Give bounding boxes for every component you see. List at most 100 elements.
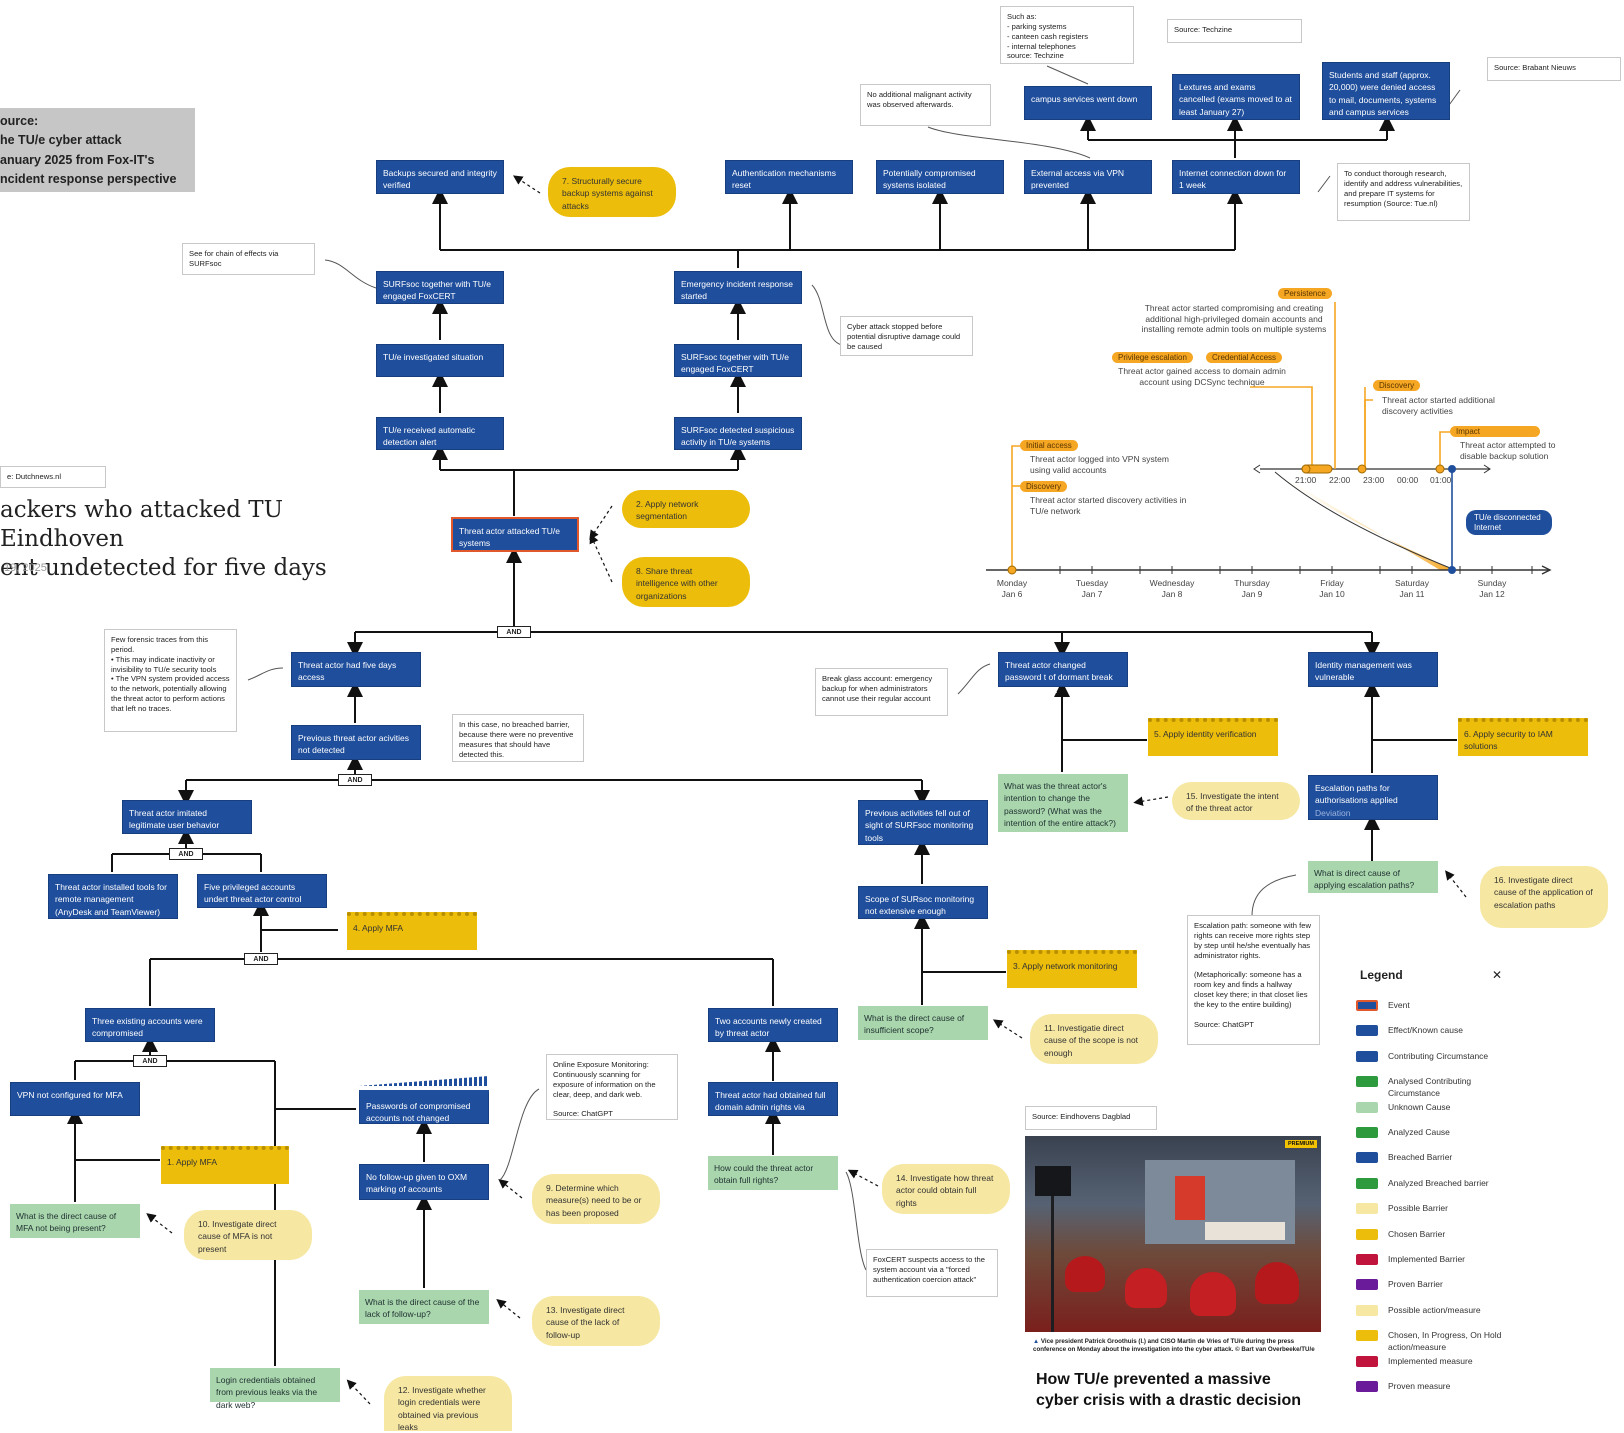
legend-label: Proven measure [1388,1381,1451,1391]
q-obtain-rights[interactable]: How could the threat actor obtain full r… [708,1156,838,1190]
barrier-1[interactable]: 1. Apply MFA [161,1146,289,1184]
note-no-malignant: No additional malignant activity was obs… [860,84,991,126]
barrier-6[interactable]: 6. Apply security to IAM solutions [1458,718,1588,756]
measure-8[interactable]: 8. Share threat intelligence with other … [622,557,750,607]
tl-text-privilege: Threat actor gained access to domain adm… [1118,366,1286,387]
node-surf-engaged-right[interactable]: SURFsoc together with TU/e engaged FoxCE… [674,344,802,377]
node-escalation[interactable]: Escalation paths for authorisations appl… [1308,775,1438,820]
note-techzine: Source: Techzine [1167,19,1302,43]
tl-day-date: Jan 11 [1399,588,1425,599]
node-internet-down[interactable]: Internet connection down for 1 week [1172,160,1300,194]
node-backups[interactable]: Backups secured and integrity verified [376,160,504,194]
article-headline-line: ackers who attacked TU Eindhoven [0,497,284,552]
note-escalation-path: Escalation path: someone with few rights… [1187,915,1320,1045]
measure-7[interactable]: 7. Structurally secure backup systems ag… [548,167,676,217]
node-surf-detected[interactable]: SURFsoc detected suspicious activity in … [674,417,802,450]
node-threat-attacked-event[interactable]: Threat actor attacked TU/e systems [451,517,579,552]
legend-label: Proven Barrier [1388,1279,1443,1290]
note-online-exposure: Online Exposure Monitoring: Continuously… [546,1054,678,1120]
tl-text-persistence: Threat actor started compromising and cr… [1141,303,1327,335]
node-iam-vulnerable[interactable]: Identity management was vulnerable [1308,652,1438,687]
caption-text: Vice president Patrick Groothuis (l.) an… [1033,1338,1315,1354]
q-login-leaks[interactable]: Login credentials obtained from previous… [210,1368,340,1410]
node-no-followup[interactable]: No follow-up given to OXM marking of acc… [359,1164,489,1200]
article-headline: ackers who attacked TU Eindhoven ent und… [0,496,400,582]
breached-barrier-mark [359,1076,489,1086]
measure-12[interactable]: 12. Investigate whether login credential… [384,1376,512,1432]
measure-2[interactable]: 2. Apply network segmentation [622,490,750,528]
legend-swatch [1356,1254,1378,1265]
and-gate: AND [169,848,203,860]
legend-swatch [1356,1381,1378,1392]
legend-swatch [1356,1304,1378,1316]
note-stopped: Cyber attack stopped before potential di… [840,316,973,356]
timeline-graphics [986,302,1552,575]
photo-caption: ▲ Vice president Patrick Groothuis (l.) … [1033,1338,1325,1354]
barrier-3[interactable]: 3. Apply network monitoring [1007,950,1137,988]
node-auth[interactable]: Authentication mechanisms reset [725,160,853,194]
q-cause-mfa[interactable]: What is the direct cause of MFA not bein… [10,1204,140,1238]
node-students[interactable]: Students and staff (approx. 20,000) were… [1322,62,1450,120]
node-lectures[interactable]: Lextures and exams cancelled (exams move… [1172,74,1300,120]
barrier-5[interactable]: 5. Apply identity verification [1148,718,1278,756]
measure-15[interactable]: 15. Investigate the intent of the threat… [1172,782,1300,820]
measure-9[interactable]: 9. Determine which measure(s) need to be… [532,1174,660,1224]
node-not-detected[interactable]: Previous threat actor acivities not dete… [291,725,421,760]
node-tue-investigated[interactable]: TU/e investigated situation [376,344,504,377]
node-scope[interactable]: Scope of SURsoc monitoring not extensive… [858,886,988,919]
measure-11[interactable]: 11. Investigatie direct cause of the sco… [1030,1014,1158,1064]
q-intention[interactable]: What was the threat actor's intention to… [998,774,1128,832]
article2-headline-line: How TU/e prevented a massive [1036,1371,1271,1388]
legend-title: Legend [1360,968,1403,982]
tl-day-date: Jan 8 [1161,588,1183,599]
tl-hour: 21:00 [1295,475,1317,485]
q-cause-scope[interactable]: What is the direct cause of insufficient… [858,1006,988,1040]
node-five-days[interactable]: Threat actor had five days access [291,652,421,687]
node-vpn-mfa[interactable]: VPN not configured for MFA [10,1082,140,1116]
measure-13[interactable]: 13. Investigate direct cause of the lack… [532,1296,660,1346]
node-three-accounts[interactable]: Three existing accounts were compromised [85,1008,215,1042]
q-cause-followup[interactable]: What is the direct cause of the lack of … [359,1290,489,1324]
note-brabant: Source: Brabant Nieuws [1487,57,1621,81]
tl-day-date: Jan 7 [1081,588,1103,599]
legend-label: Possible Barrier [1388,1203,1448,1214]
source-box-line: anuary 2025 from Fox-IT's [0,152,155,167]
node-isolated[interactable]: Potentially compromised systems isolated [876,160,1004,194]
node-surf-engaged-left[interactable]: SURFsoc together with TU/e engaged FoxCE… [376,271,504,304]
node-imitated[interactable]: Threat actor imitated legitimate user be… [122,800,252,834]
tl-day-name: Thursday [1234,578,1270,588]
article-date: 19, 2025 [4,562,47,574]
node-installed-tools[interactable]: Threat actor installed tools for remote … [48,874,178,919]
q-cause-escalation[interactable]: What is direct cause of applying escalat… [1308,861,1438,893]
node-emergency[interactable]: Emergency incident response started [674,271,802,304]
tl-day-name: Wednesday [1149,578,1195,588]
node-tue-received[interactable]: TU/e received automatic detection alert [376,417,504,450]
node-two-accounts[interactable]: Two accounts newly created by threat act… [708,1008,838,1042]
node-changed-password[interactable]: Threat actor changed password t of dorma… [998,652,1128,695]
barrier-4[interactable]: 4. Apply MFA [347,912,477,950]
legend-label: Breached Barrier [1388,1152,1453,1163]
legend-swatch [1356,1279,1378,1291]
legend-swatch [1356,1152,1378,1164]
measure-14[interactable]: 14. Investigate how threat actor could o… [882,1164,1010,1214]
legend-close-icon[interactable]: ✕ [1492,968,1503,982]
photo-chair [1125,1268,1167,1308]
node-fell-out[interactable]: Previous activities fell out of sight of… [858,800,988,845]
measure-16[interactable]: 16. Investigate direct cause of the appl… [1480,866,1608,928]
tl-tag-persistence: Persistence [1278,288,1332,299]
legend-label: Chosen, In Progress, On Hold action/meas… [1388,1330,1502,1353]
node-campus[interactable]: campus services went down [1024,86,1152,120]
node-vpn-prevented[interactable]: External access via VPN prevented [1024,160,1152,194]
and-gate: AND [244,953,278,965]
measure-10[interactable]: 10. Investigate direct cause of MFA is n… [184,1210,312,1260]
photo-chair [1255,1262,1299,1304]
tl-tue-disconnected: TU/e disconnected Internet [1466,510,1552,536]
legend-swatch [1356,1228,1378,1240]
node-five-privileged[interactable]: Five privileged accounts undert threat a… [197,874,327,908]
legend-label: Chosen Barrier [1388,1228,1446,1239]
node-domain-admin[interactable]: Threat actor had obtained full domain ad… [708,1082,838,1125]
node-passwords[interactable]: Passwords of compromised accounts not ch… [359,1090,489,1124]
